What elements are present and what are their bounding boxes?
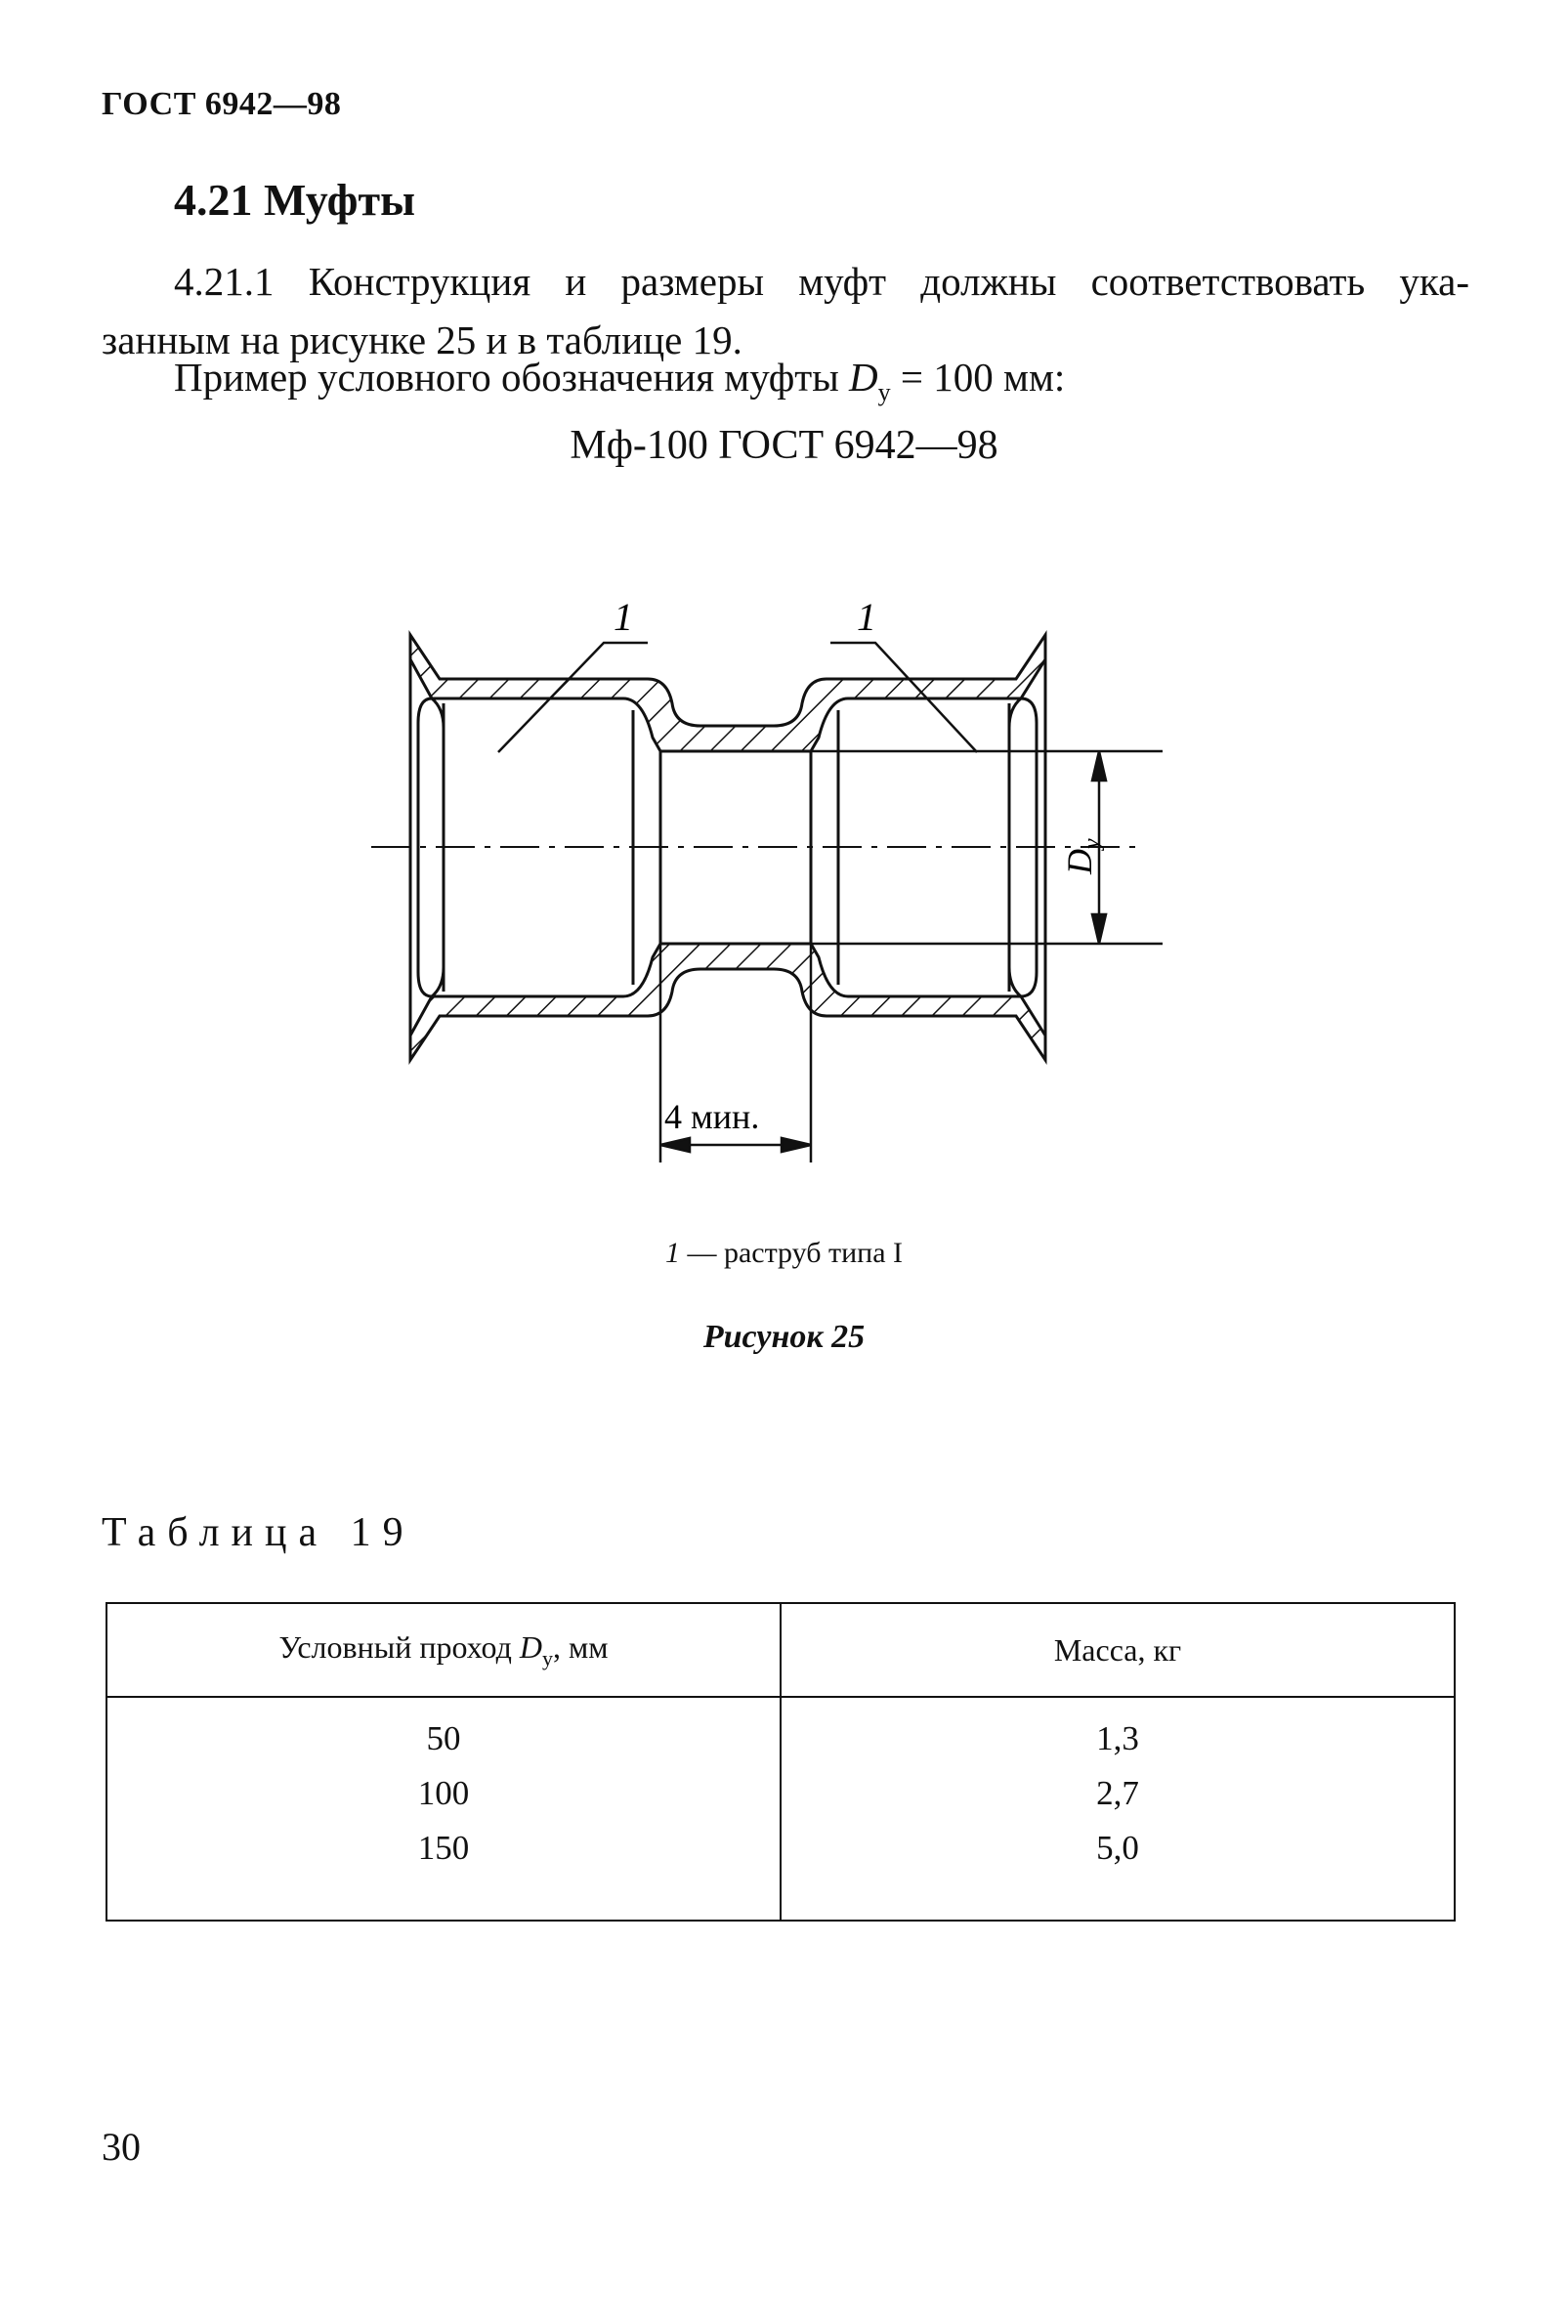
table-title: Таблица 19 (102, 1510, 415, 1555)
paragraph-line-2: занным на рисунке 25 и в таблице 19. (102, 317, 742, 362)
callout-leader-left (497, 641, 648, 753)
dim-min-label: 4 мин. (664, 1097, 759, 1136)
designation-example: Пример условного обозначения муфты Dу = … (174, 354, 1065, 407)
example-prefix: Пример условного обозначения муфты (174, 355, 839, 400)
cell-mass: 1,3 (1096, 1719, 1139, 1757)
example-suffix: = 100 мм: (900, 355, 1066, 400)
callout-leader-right (830, 641, 978, 753)
figure-caption: Рисунок 25 (702, 1319, 866, 1355)
paragraph-line-1: 4.21.1 Конструкция и размеры муфт должны… (174, 259, 1469, 304)
cell-dn: 50 (426, 1719, 461, 1757)
column-nominal-size: 50 100 150 (106, 1697, 782, 1922)
callout-label-left: 1 (614, 595, 633, 639)
page-number: 30 (102, 2125, 141, 2169)
legend-text: — раструб типа I (687, 1237, 904, 1269)
top-wall-section (408, 630, 1047, 753)
table-header-row: Условный проход Dу, мм Масса, кг (106, 1602, 1456, 1698)
cell-dn: 100 (417, 1774, 470, 1812)
document-header: ГОСТ 6942—98 (102, 86, 342, 122)
header-nominal-size: Условный проход Dу, мм (106, 1602, 782, 1698)
table-body: 50 100 150 1,3 2,7 5,0 (106, 1697, 1456, 1922)
column-mass: 1,3 2,7 5,0 (780, 1697, 1456, 1922)
clause-paragraph: 4.21.1 Конструкция и размеры муфт должны… (102, 252, 1469, 369)
coupling-drawing: 1 1 Dу 4 мин. (371, 542, 1172, 1211)
cell-dn: 150 (417, 1829, 470, 1867)
example-symbol-sub: у (877, 378, 891, 406)
cell-mass: 5,0 (1096, 1829, 1139, 1867)
dim-symbol-dy: Dу (1060, 838, 1105, 875)
coupling-drawing-svg: 1 1 Dу 4 мин. (371, 595, 1163, 1162)
callout-label-right: 1 (857, 595, 876, 639)
designation-code: Мф-100 ГОСТ 6942—98 (570, 423, 998, 468)
example-symbol: D (849, 355, 878, 400)
header-mass: Масса, кг (780, 1602, 1456, 1698)
bottom-wall-section (408, 942, 1047, 1065)
legend-number: 1 (664, 1237, 680, 1269)
cell-mass: 2,7 (1096, 1774, 1139, 1812)
section-title: 4.21 Муфты (174, 175, 416, 225)
table-19: Условный проход Dу, мм Масса, кг 50 100 … (106, 1602, 1456, 1922)
figure-legend: 1 — раструб типа I (0, 1237, 1568, 1270)
